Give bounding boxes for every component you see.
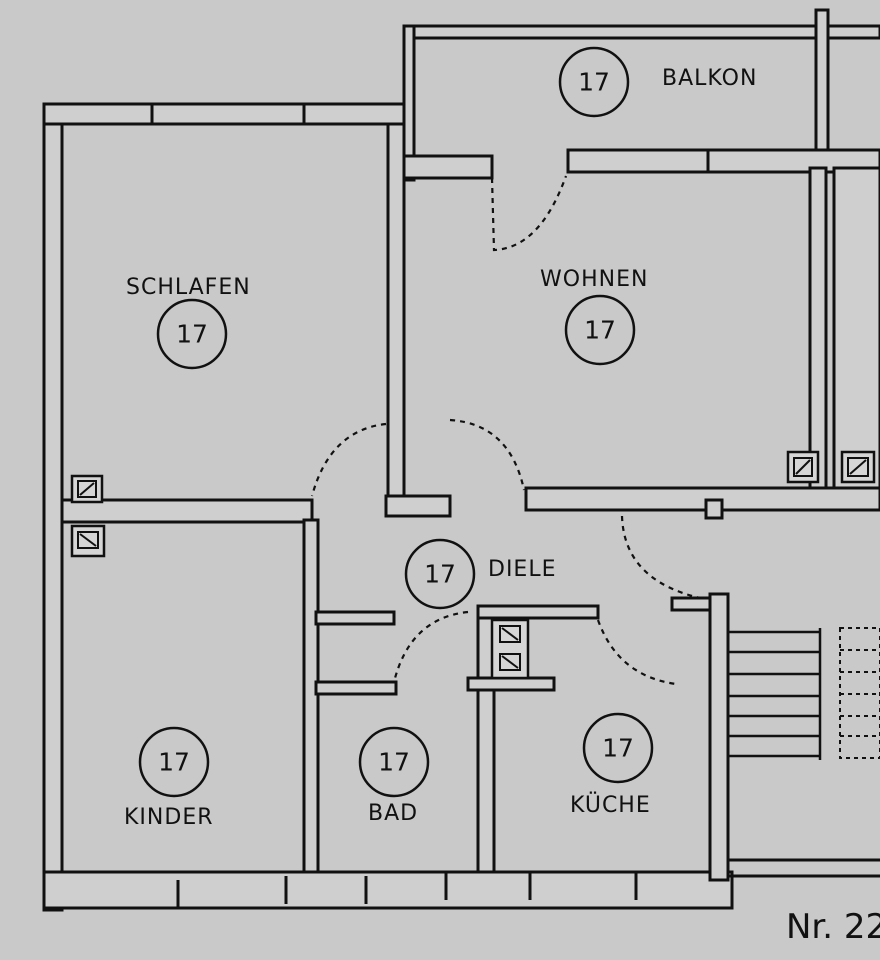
room-wohnen: WOHNEN 17 (540, 267, 648, 366)
room-balkon: 17 BALKON (558, 46, 757, 118)
door-kueche (596, 619, 677, 686)
room-number-circle (582, 712, 654, 784)
door-entry (620, 515, 701, 600)
room-number-circle (564, 294, 636, 366)
room-number-circle (156, 298, 228, 370)
room-name: KÜCHE (570, 792, 651, 818)
room-name: SCHLAFEN (126, 275, 251, 300)
room-number: 17 (424, 560, 456, 589)
plan-number: Nr. 22 (786, 907, 880, 947)
room-number: 17 (158, 748, 190, 777)
shaft-kueche (490, 618, 530, 680)
room-number: 17 (378, 748, 410, 777)
room-number: 17 (176, 320, 208, 349)
door-balkon (490, 175, 568, 252)
shaft-wohnen-1 (786, 450, 820, 484)
room-kueche: 17 KÜCHE (570, 712, 654, 818)
room-name: WOHNEN (540, 267, 648, 292)
room-name: DIELE (488, 557, 557, 582)
shafts (70, 450, 876, 680)
door-bad (392, 610, 469, 683)
door-swings (310, 175, 701, 686)
room-schlafen: SCHLAFEN 17 (126, 275, 251, 370)
room-name: KINDER (124, 805, 214, 830)
inner-walls (60, 122, 880, 874)
door-schlafen (310, 422, 387, 497)
room-kinder: 17 KINDER (124, 726, 214, 830)
room-number: 17 (578, 68, 610, 97)
balkon-walls (386, 8, 880, 182)
room-number-circle (404, 538, 476, 610)
room-name: BAD (368, 801, 418, 826)
staircase (728, 627, 880, 760)
room-number: 17 (584, 316, 616, 345)
door-wohnen (449, 418, 526, 491)
room-bad: 17 BAD (358, 726, 430, 826)
room-diele: 17 DIELE (404, 538, 557, 610)
shaft-schlafen (70, 474, 104, 504)
shaft-wohnen-2 (840, 450, 876, 484)
room-name: BALKON (662, 66, 757, 91)
room-number-circle (138, 726, 210, 798)
room-number: 17 (602, 734, 634, 763)
room-number-circle (558, 46, 630, 118)
shaft-kinder (70, 524, 106, 558)
room-number-circle (358, 726, 430, 798)
